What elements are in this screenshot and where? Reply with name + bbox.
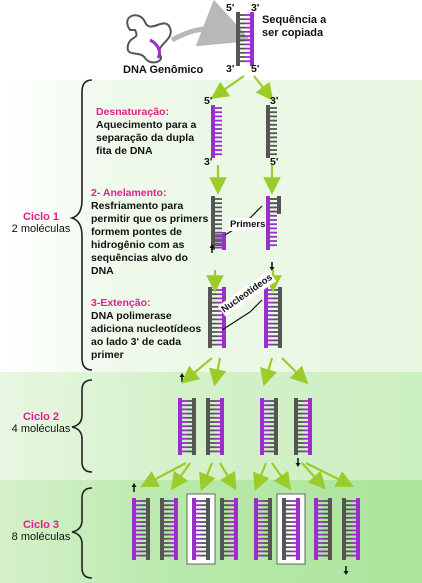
arrow-top-to-left xyxy=(210,75,245,100)
cycle3-molecule-3 xyxy=(186,493,216,565)
cycle-3-label: Ciclo 3 8 moléculas xyxy=(6,519,76,543)
cycle3-molecule-7 xyxy=(314,498,332,560)
target-dna-ladder xyxy=(236,12,254,66)
den-end-3-right: 3' xyxy=(270,95,279,107)
cycle3-molecule-4 xyxy=(220,498,238,560)
cycle3-tick-2 xyxy=(343,566,349,575)
cycle2-molecule-1 xyxy=(178,398,196,455)
arrow-c1-to-c2-b xyxy=(209,357,227,387)
step-annealing-title: 2- Anelamento: xyxy=(91,187,167,199)
cycle2-tick-2 xyxy=(295,458,301,467)
step-denaturation: Desnaturação: Aquecimento para a separaç… xyxy=(96,106,208,158)
step-denaturation-text: Aquecimento para a separação da dupla fi… xyxy=(96,119,197,157)
end-5-bottom: 5' xyxy=(251,63,260,75)
arrow-c1-to-c2-d xyxy=(281,357,309,385)
cycle-3-name: Ciclo 3 xyxy=(22,519,60,531)
cycle3-molecule-8 xyxy=(342,498,360,560)
nucleotides-pointer xyxy=(221,299,263,331)
genomic-dna-squiggle xyxy=(126,14,172,64)
arrow-c2-to-c3-a xyxy=(140,462,187,488)
cycle2-molecule-3 xyxy=(260,398,278,455)
anneal-primer-left xyxy=(215,232,226,250)
genomic-dna-label: DNA Genômico xyxy=(123,64,204,76)
den-end-5-left: 5' xyxy=(204,95,213,107)
step-denaturation-title: Desnaturação: xyxy=(96,106,169,118)
extension-ladder-right xyxy=(264,287,282,348)
step-annealing: 2- Anelamento: Resfriamento para permiti… xyxy=(91,187,209,278)
target-sequence-label: Sequência a ser copiada xyxy=(262,14,327,39)
arrow-c2-to-c3-f xyxy=(271,462,292,491)
arrow-c2-to-c3-b xyxy=(170,462,191,491)
cycle3-molecule-5 xyxy=(254,498,272,560)
anneal-strand-right xyxy=(266,196,277,250)
anneal-strand-left xyxy=(211,196,222,250)
cycle3-molecule-6 xyxy=(276,493,306,565)
cycle-2-name: Ciclo 2 xyxy=(22,411,60,423)
den-end-3-left: 3' xyxy=(204,156,213,168)
cycle-2-brace xyxy=(71,379,93,473)
step-extension-text: DNA polimerase adiciona nucleotídeos ao … xyxy=(91,310,202,361)
end-3-bottom: 3' xyxy=(226,63,235,75)
arrow-c2-to-c3-e xyxy=(253,462,270,492)
denatured-strand-right xyxy=(266,105,277,158)
arrow-c2-to-c3-d xyxy=(219,462,237,491)
cycle2-molecule-4 xyxy=(294,398,312,455)
cycle-1-molecules: 2 moléculas xyxy=(11,223,71,235)
step-annealing-text: Resfriamento para permitir que os primer… xyxy=(91,200,209,277)
arrow-c1-to-c2-c xyxy=(260,357,277,387)
arrow-c2-to-c3-h xyxy=(305,462,354,487)
cycle-2-label: Ciclo 2 4 moléculas xyxy=(6,411,76,435)
anneal-primer-right xyxy=(270,196,281,214)
den-end-5-right: 5' xyxy=(270,156,279,168)
cycle-1-brace xyxy=(69,79,93,371)
arrow-top-to-right xyxy=(253,75,274,101)
anneal-tick-left xyxy=(209,244,215,253)
cycle3-molecule-1 xyxy=(132,498,150,560)
cycle-3-brace xyxy=(71,487,93,579)
cycle2-molecule-2 xyxy=(206,398,224,455)
step-extension-title: 3-Extenção: xyxy=(91,297,151,309)
arrow-c2-to-c3-c xyxy=(199,462,216,492)
anneal-tick-right xyxy=(269,262,275,271)
cycle-3-molecules: 8 moléculas xyxy=(11,531,71,543)
arrow-c2-to-c3-g xyxy=(301,462,326,490)
step-extension: 3-Extenção: DNA polimerase adiciona nucl… xyxy=(91,297,203,362)
arrow-c1-to-c2-a xyxy=(181,357,213,384)
cycle-2-molecules: 4 moléculas xyxy=(11,423,71,435)
extension-ladder-left xyxy=(208,287,226,348)
primers-label: Primers xyxy=(229,218,267,231)
cycle2-tick-1 xyxy=(179,373,185,382)
denatured-strand-left xyxy=(211,105,222,158)
end-3-top: 3' xyxy=(251,2,260,14)
cycle3-molecule-2 xyxy=(160,498,178,560)
genomic-dna-highlight xyxy=(149,38,162,59)
cycle3-tick-1 xyxy=(131,483,137,492)
cycle-1-label: Ciclo 1 2 moléculas xyxy=(6,211,76,235)
copy-arrow xyxy=(170,0,252,47)
cycle-1-name: Ciclo 1 xyxy=(22,211,60,223)
end-5-top: 5' xyxy=(226,2,235,14)
